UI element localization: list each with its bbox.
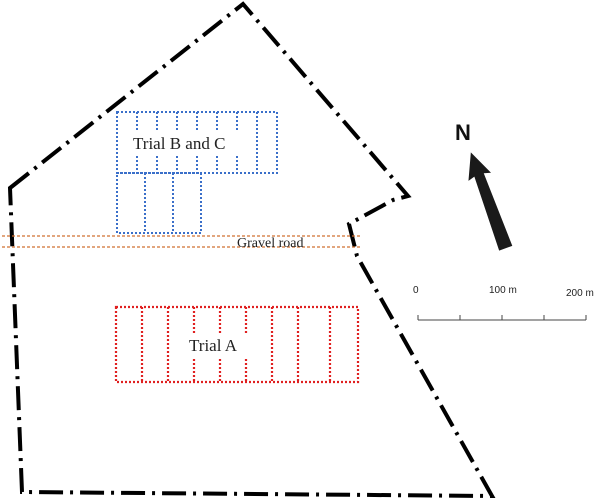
trial-a-label-bg xyxy=(185,334,249,358)
north-arrow-icon xyxy=(468,152,513,251)
gravel-road xyxy=(2,235,362,248)
north-label: N xyxy=(455,120,471,145)
scale-tick-label: 200 m xyxy=(566,288,594,299)
site-boundary xyxy=(7,1,496,499)
trial-a-label: Trial A xyxy=(189,336,238,355)
trial-bc-label-bg xyxy=(130,131,243,155)
trial-bc-plots xyxy=(116,111,278,234)
trial-bc-label: Trial B and C xyxy=(133,134,225,153)
scale-tick-label: 100 m xyxy=(489,285,517,296)
scale-tick-label: 0 xyxy=(413,285,419,296)
scale-bar xyxy=(417,315,587,321)
gravel-road-label: Gravel road xyxy=(237,236,303,251)
